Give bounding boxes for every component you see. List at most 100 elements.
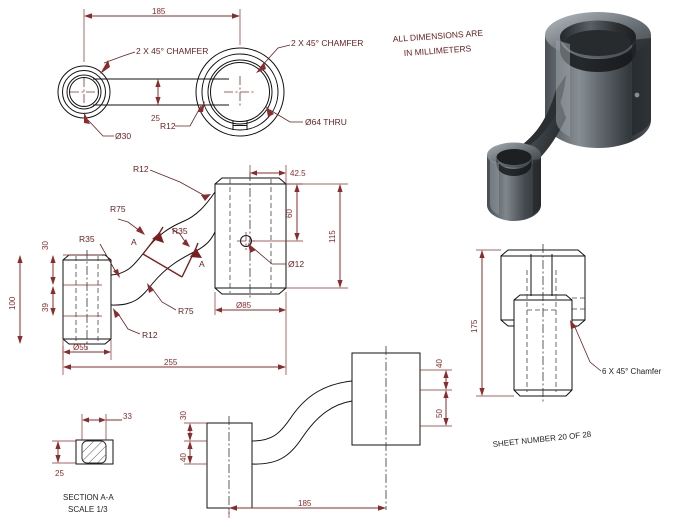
iso-big-boss-highlight [556, 40, 570, 137]
dim-text-255: 255 [164, 358, 178, 367]
arrow-b185-r [378, 505, 386, 511]
leader-r75-lower [150, 286, 177, 311]
note-d12: Ø12 [288, 259, 304, 269]
arrow-r40-bot [443, 382, 449, 390]
large-boss-bore [207, 59, 273, 125]
dim-text-425: 42.5 [290, 169, 306, 178]
arrow-r12-top [198, 101, 205, 112]
bottom-curve-lower [251, 400, 353, 465]
top-view-geometry [57, 47, 285, 137]
note-all-dimensions-line2: IN MILLIMETERS [403, 43, 471, 58]
front-view-geometry [62, 172, 287, 350]
arrow-b185-l [229, 505, 237, 511]
arrow-185-right [232, 13, 240, 19]
large-boss-outer [195, 47, 285, 137]
arrow-25-top [155, 79, 161, 87]
dim-text-r40: 40 [435, 359, 444, 368]
leader-d64 [269, 109, 303, 123]
dim-text-185: 185 [152, 7, 166, 16]
arrow-s25-top [55, 441, 61, 449]
arrow-60-bot [294, 233, 300, 241]
section-line-mid [142, 253, 183, 278]
front-view-section-marks: A A [131, 226, 205, 278]
note-side-chamfer: 6 X 45° Chamfer [602, 367, 662, 376]
arrow-s33-r [99, 417, 106, 423]
dim-text-39: 39 [41, 303, 50, 312]
arrow-25-bot [155, 97, 161, 105]
dim-text-d55: Ø55 [73, 343, 89, 352]
arrow-175-bot [479, 388, 485, 396]
dim-text-s25: 25 [55, 469, 64, 478]
leader-r12-upper [149, 169, 208, 198]
arrow-425-r [279, 170, 286, 176]
dim-text-60: 60 [285, 209, 294, 218]
arrow-r35-mid [182, 239, 190, 247]
arrow-d12 [248, 243, 256, 253]
section-tick-right [195, 242, 199, 249]
dim-text-30: 30 [41, 241, 50, 250]
side-view-geometry: 175 6 X 45° Chamfer [470, 244, 662, 402]
arrow-chamfer-right [256, 62, 266, 73]
small-boss-bore-inner [69, 77, 99, 107]
arrow-255-r [278, 364, 286, 370]
iso-small-bore-wall [496, 157, 532, 176]
iso-arm-upper [492, 75, 566, 214]
arrow-100-top [17, 255, 23, 263]
arrow-100-bot [17, 336, 23, 344]
note-r35-left: R35 [79, 234, 95, 244]
bottom-view-geometry [206, 346, 421, 514]
arm-bottom-edge [110, 231, 216, 306]
iso-small-boss-bore [496, 149, 532, 165]
arrow-d85-r [279, 307, 286, 313]
arrow-30-top [50, 255, 56, 263]
note-d64: Ø64 THRU [305, 117, 347, 127]
arrow-d64 [266, 106, 274, 117]
note-r12-upper: R12 [133, 164, 149, 174]
note-chamfer-right: 2 X 45° CHAMFER [291, 38, 363, 48]
iso-small-boss-highlight [490, 160, 499, 215]
arrow-185-left [84, 13, 92, 19]
note-r12-lower: R12 [142, 330, 158, 340]
dim-text-25: 25 [151, 114, 160, 123]
arrow-r50-bot [443, 418, 449, 426]
section-hatched-area [81, 440, 107, 464]
section-label-a-left: A [131, 237, 137, 247]
cross-hole-centermark [237, 232, 255, 250]
arrow-b30-bot [187, 433, 193, 441]
large-boss-centermark [224, 76, 256, 108]
arrow-30-bot [50, 277, 56, 285]
bottom-view-dimensions: 30 40 40 50 185 [179, 359, 452, 518]
section-arrow-a-left [152, 232, 164, 243]
note-r12-top: R12 [160, 121, 176, 131]
iso-small-boss-shadow [533, 159, 541, 214]
arrow-chamfer-left [100, 60, 110, 74]
arrow-39-bot [50, 308, 56, 316]
arrow-r12-upper [201, 194, 211, 201]
leader-d30 [87, 119, 114, 137]
arrow-d30 [84, 112, 90, 124]
leader-d12 [251, 246, 286, 265]
arrow-s33-l [82, 417, 89, 423]
note-r75-lower: R75 [178, 306, 194, 316]
arrow-d85-l [215, 307, 222, 313]
arrow-115-top [337, 184, 343, 192]
bottom-curve-upper [251, 380, 353, 442]
section-aa-title: SECTION A-A [63, 493, 114, 502]
arrow-425-l [250, 170, 257, 176]
section-tick-left [159, 226, 164, 233]
leader-chamfer-left [103, 51, 136, 64]
leader-chamfer-right [259, 44, 291, 69]
section-arrow-a-right [190, 248, 202, 258]
dim-text-100: 100 [8, 296, 17, 310]
leader-r12-top [175, 105, 202, 127]
arrow-b30-top [187, 423, 193, 431]
dim-text-b185: 185 [298, 499, 312, 508]
arrow-d55-l [63, 349, 70, 355]
section-label-a-right: A [199, 259, 205, 269]
